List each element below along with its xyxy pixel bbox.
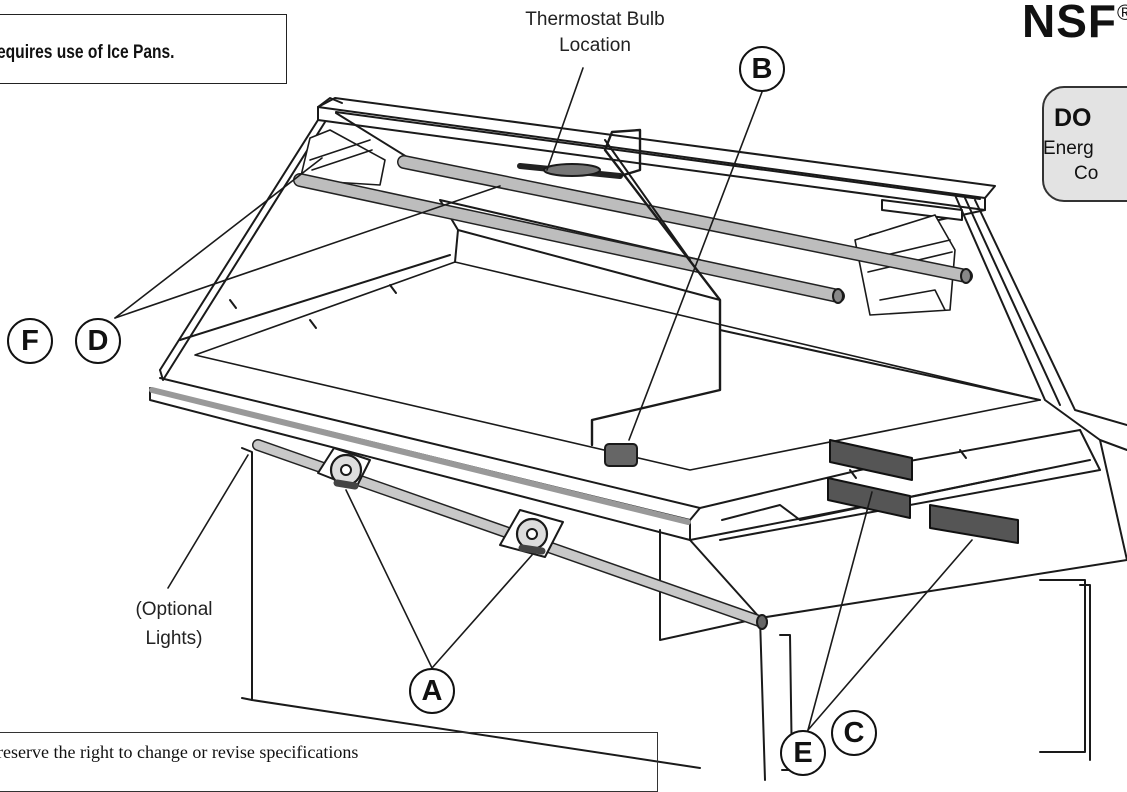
top-canopy xyxy=(159,97,996,373)
top-light-tubes xyxy=(293,155,973,304)
callout-f: F xyxy=(7,318,53,364)
callout-a: A xyxy=(409,668,455,714)
end-panels xyxy=(159,194,1127,561)
interior-pans xyxy=(179,199,1041,479)
thermostat-bulb-label: Thermostat Bulb Location xyxy=(490,7,700,59)
callout-d: D xyxy=(75,318,121,364)
registered-symbol: ® xyxy=(1117,0,1127,25)
optional-lights-label: (Optional Lights) xyxy=(118,595,230,653)
optional-lights-line1: (Optional xyxy=(135,599,213,620)
doe-badge-line2: Co xyxy=(1074,163,1099,184)
doe-badge-line1: Energ xyxy=(1043,138,1094,159)
disclaimer-box: reserve the right to change or revise sp… xyxy=(0,732,658,792)
nsf-text: NSF xyxy=(1022,0,1117,47)
nsf-mark: NSF® xyxy=(1022,0,1127,48)
thermostat-label-line2: Location xyxy=(559,35,631,56)
callout-c: C xyxy=(831,710,877,756)
ice-pan-note-text: equires use of Ice Pans. xyxy=(0,42,175,63)
thermostat-label-line1: Thermostat Bulb xyxy=(525,9,665,30)
doe-compliance-badge xyxy=(1042,86,1127,202)
probe-block xyxy=(604,443,638,467)
disclaimer-text: reserve the right to change or revise sp… xyxy=(0,742,359,762)
fan-assemblies xyxy=(317,447,564,558)
ice-pan-note-box: equires use of Ice Pans. xyxy=(0,14,287,84)
doe-badge-title: DO xyxy=(1054,104,1092,132)
callout-b: B xyxy=(739,46,785,92)
optional-lights-line2: Lights) xyxy=(145,628,203,649)
shelf-blocks xyxy=(827,439,1019,544)
thermostat-bulb xyxy=(517,128,722,447)
leader-lines xyxy=(114,67,973,731)
callout-e: E xyxy=(780,730,826,776)
